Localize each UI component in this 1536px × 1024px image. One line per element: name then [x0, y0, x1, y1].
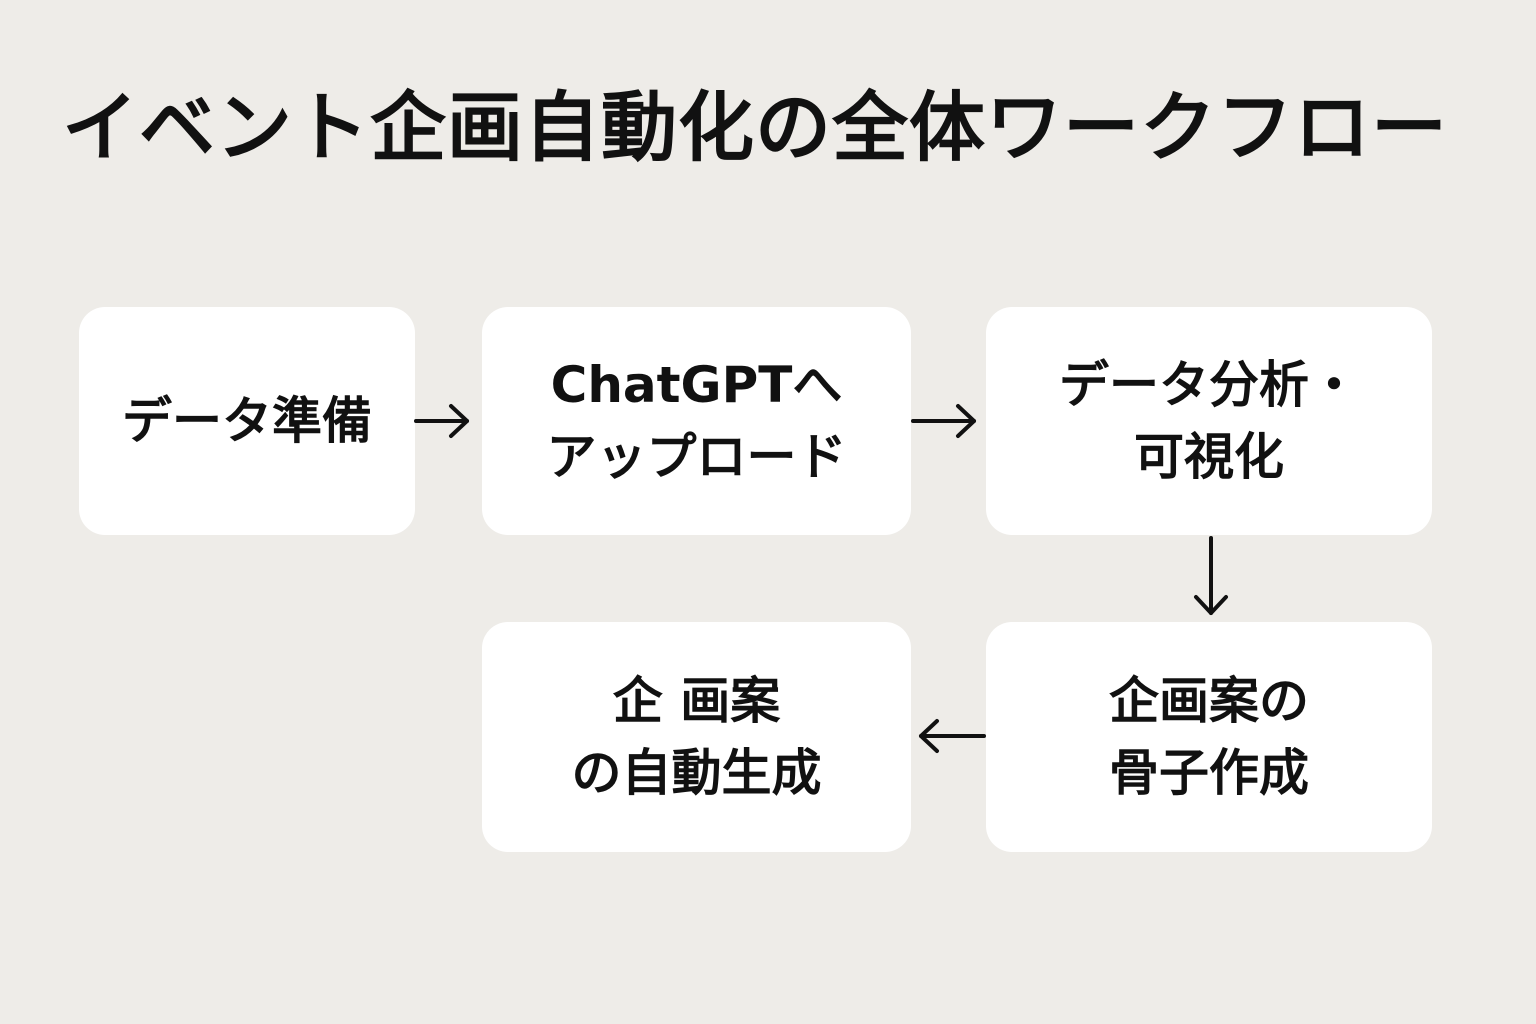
node-label: データ分析・: [1059, 356, 1359, 414]
node-label: 企画案の: [1109, 672, 1309, 730]
node-plan-generation: 企 画案 の自動生成: [482, 622, 911, 852]
diagram-title: イベント企画自動化の全体ワークフロー: [62, 83, 1448, 172]
node-label: 骨子作成: [1109, 744, 1309, 802]
node-label: ChatGPTへ: [550, 356, 843, 414]
node-label: 可視化: [1134, 428, 1284, 486]
node-label: データ準備: [122, 392, 372, 450]
arrow-upload-to-analysis: [911, 404, 976, 438]
arrow-outline-to-generation: [919, 719, 986, 753]
node-label: アップロード: [546, 428, 847, 486]
node-label: 企 画案: [612, 672, 781, 730]
node-data-prep: データ準備: [79, 307, 415, 535]
node-data-analysis: データ分析・ 可視化: [986, 307, 1432, 535]
node-chatgpt-upload: ChatGPTへ アップロード: [482, 307, 911, 535]
node-plan-outline: 企画案の 骨子作成: [986, 622, 1432, 852]
node-label: の自動生成: [571, 744, 822, 802]
arrow-analysis-to-outline: [1194, 536, 1228, 615]
arrow-data-prep-to-upload: [414, 404, 469, 438]
